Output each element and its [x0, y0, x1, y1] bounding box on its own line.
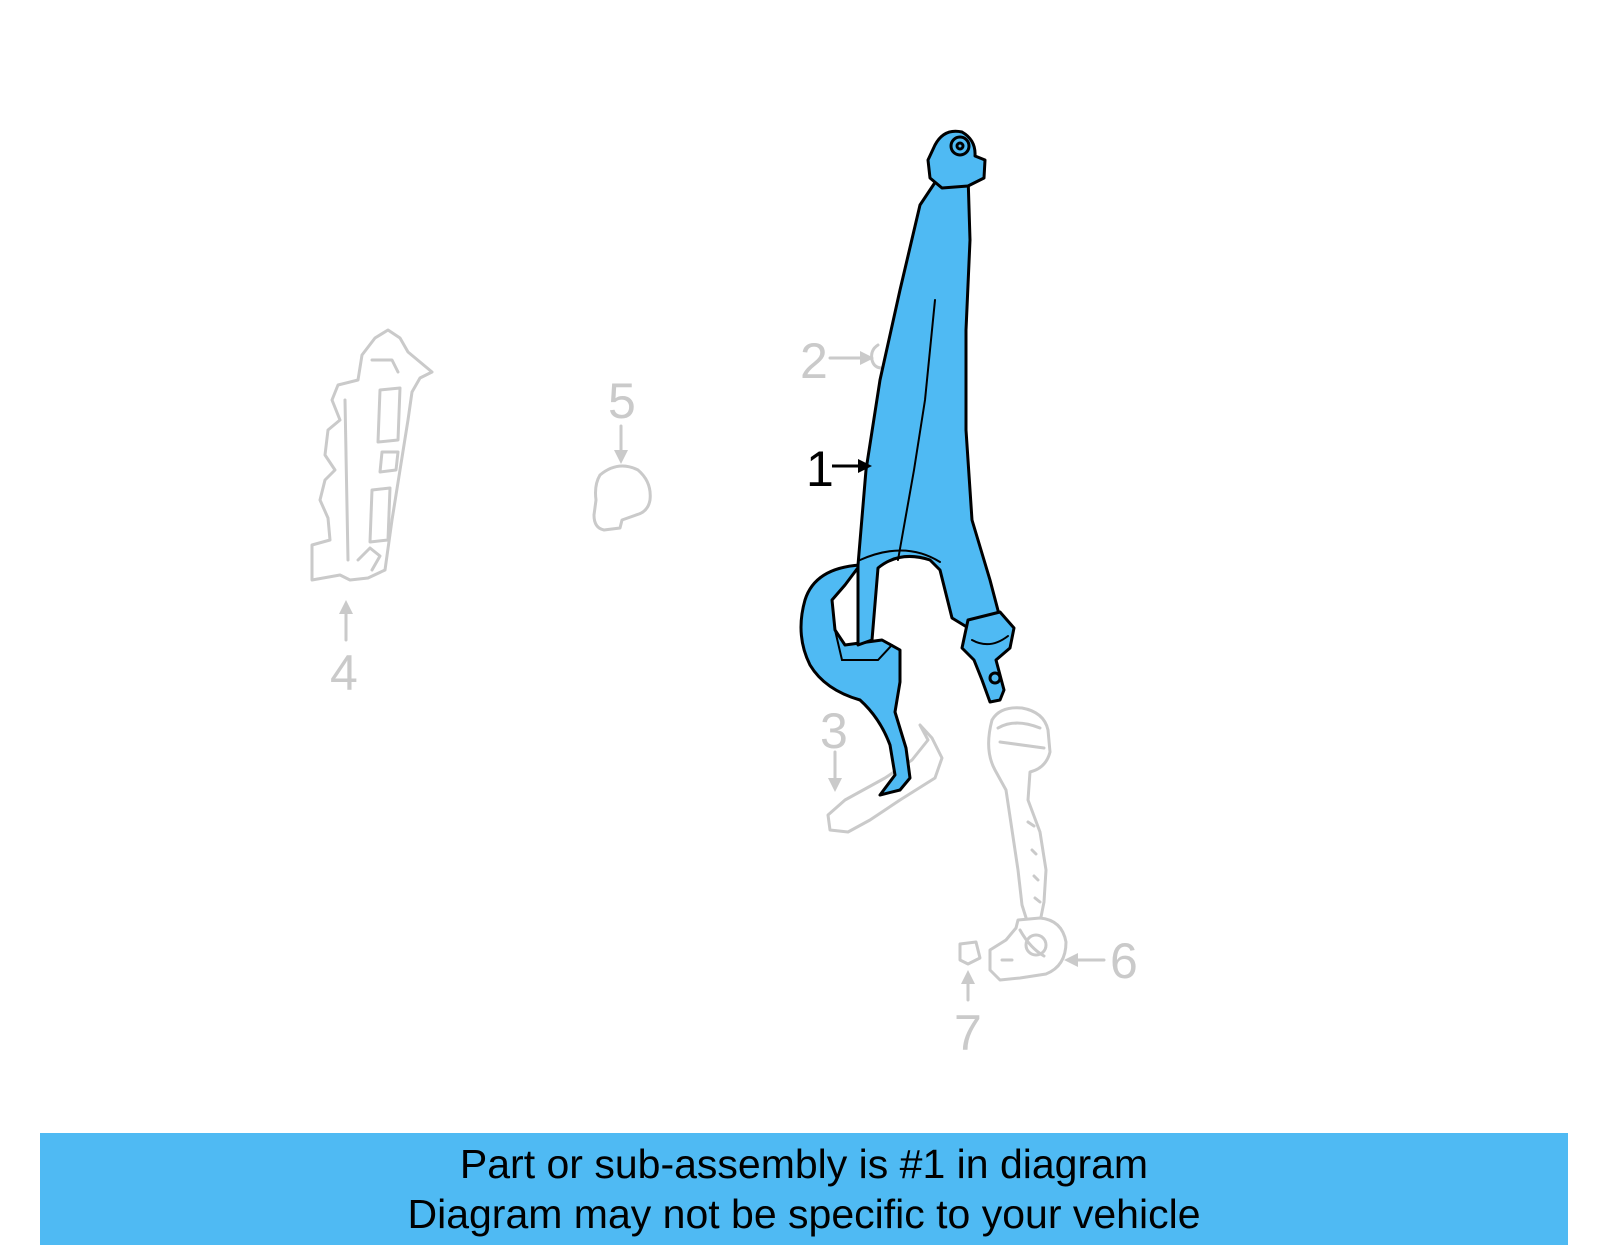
callout-3-arrow	[828, 750, 842, 792]
part-1-seat-belt-assembly	[799, 129, 1016, 797]
callout-1-arrow	[832, 459, 872, 473]
part-7-nut	[958, 940, 982, 966]
part-2-clip	[870, 343, 884, 370]
info-banner: Part or sub-assembly is #1 in diagram Di…	[40, 1133, 1568, 1245]
callout-2-label: 2	[800, 333, 828, 389]
callout-5-label: 5	[608, 373, 636, 429]
callout-4-label: 4	[330, 645, 358, 701]
callout-3-label: 3	[820, 703, 848, 759]
banner-line-2: Diagram may not be specific to your vehi…	[407, 1191, 1201, 1237]
callout-4-arrow	[339, 600, 353, 642]
callout-6-label: 6	[1110, 933, 1138, 989]
part-6-buckle	[958, 706, 1068, 982]
part-4-bracket	[310, 328, 434, 582]
callout-2-arrow	[828, 351, 874, 365]
callout-6-arrow	[1064, 953, 1106, 967]
callout-5-arrow	[614, 424, 628, 464]
banner-line-1: Part or sub-assembly is #1 in diagram	[459, 1141, 1149, 1187]
callout-7-arrow	[961, 970, 975, 1002]
callout-1-label: 1	[806, 441, 834, 497]
part-5-cap	[592, 464, 652, 532]
callout-7-label: 7	[954, 1005, 982, 1061]
